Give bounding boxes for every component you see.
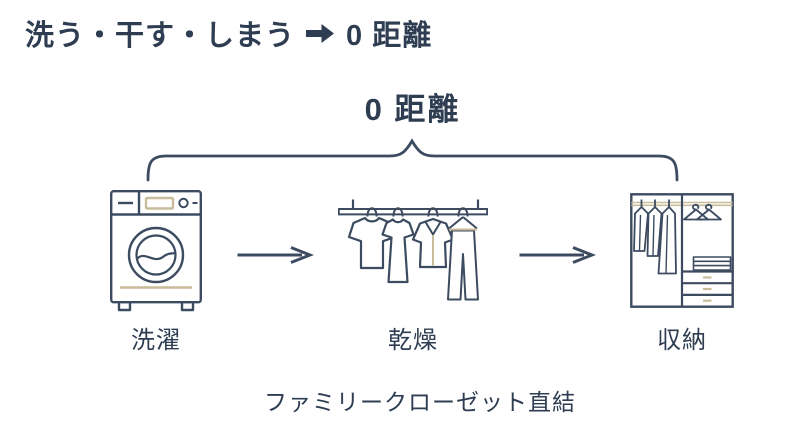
title-result-text: 0 距離 (346, 20, 433, 52)
curly-brace-icon (140, 136, 685, 184)
caption-family-closet: ファミリークローゼット直結 (264, 389, 576, 415)
title-steps-text: 洗う・干す・しまう (25, 20, 296, 52)
step-label-storage: 収納 (657, 327, 707, 354)
step-label-drying: 乾燥 (388, 327, 438, 354)
step-label-washing: 洗濯 (131, 327, 181, 354)
drying-rack-icon (338, 196, 488, 306)
zero-distance-heading: 0 距離 (364, 92, 461, 127)
right-arrow-icon (306, 23, 335, 44)
flow-arrow-icon (518, 245, 596, 265)
page-title: 洗う・干す・しまう 0 距離 (25, 12, 432, 54)
washing-machine-icon (110, 190, 202, 312)
flow-arrow-icon (236, 245, 314, 265)
closet-icon (630, 193, 734, 308)
